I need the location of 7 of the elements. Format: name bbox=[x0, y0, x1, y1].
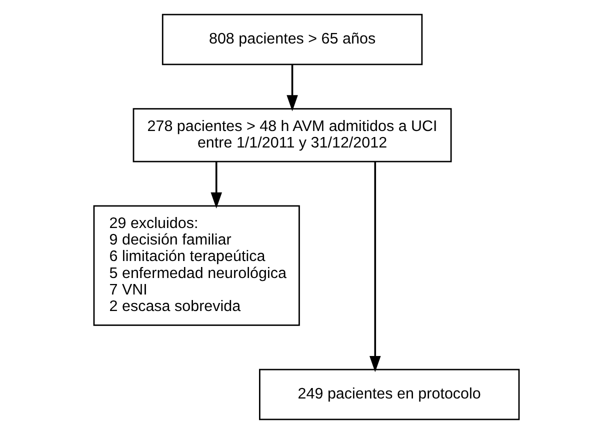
arrow bbox=[210, 161, 222, 208]
node-box: 29 excluidos: 9 decisión familiar 6 limitación terapeútica 5 enfermedad neurológica 7 VNI 2 escasa sobrevida bbox=[92, 204, 300, 326]
node-box: 278 pacientes > 48 h AVM admitidos a UCI entre 1/1/2011 y 31/12/2012 bbox=[132, 108, 452, 162]
node-box: 249 pacientes en protocolo bbox=[258, 368, 520, 420]
arrow bbox=[286, 64, 298, 111]
node-box: 808 pacientes > 65 años bbox=[161, 13, 422, 65]
arrow bbox=[369, 161, 380, 372]
